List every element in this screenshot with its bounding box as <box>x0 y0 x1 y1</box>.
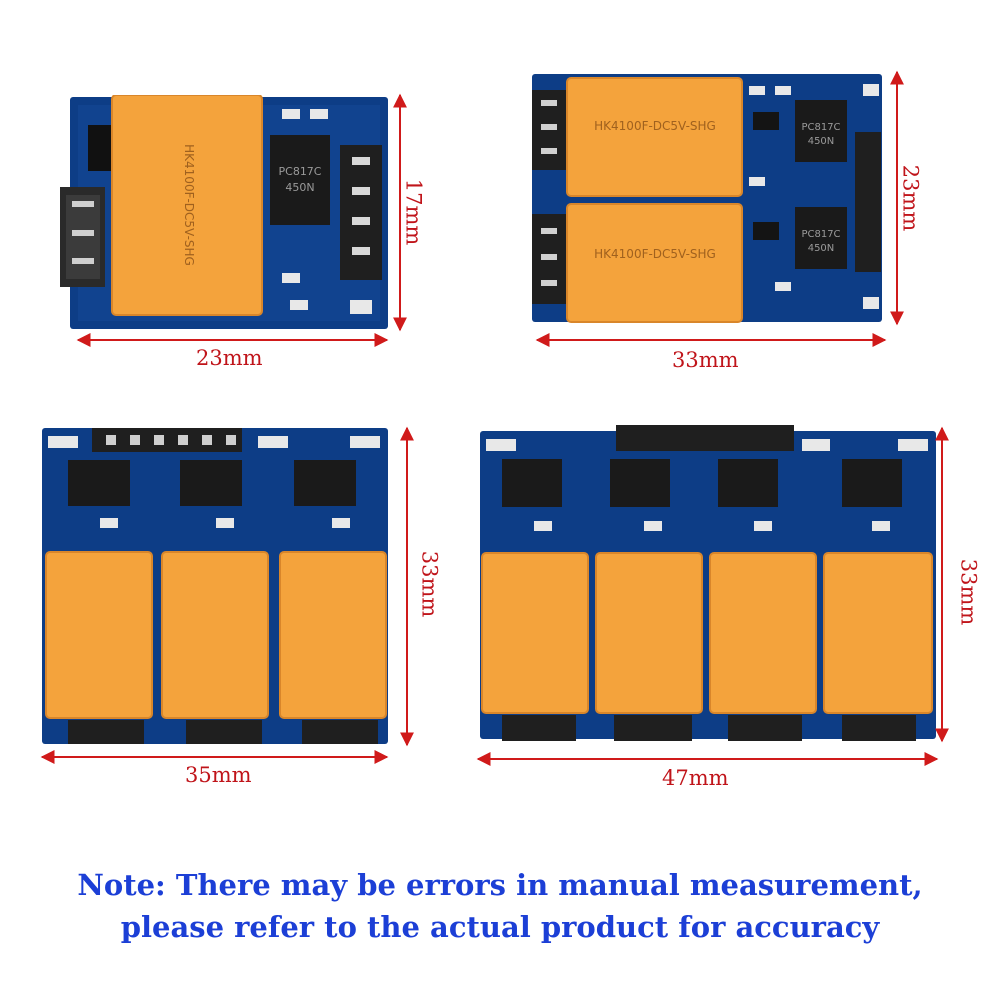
board-1-height-label: 17mm <box>401 178 426 246</box>
note-line-1: Note: There may be errors in manual meas… <box>77 868 923 902</box>
board-4-channel <box>478 425 938 745</box>
svg-text:HK4100F-DC5V-SHG: HK4100F-DC5V-SHG <box>594 119 716 133</box>
board-1-width-label: 23mm <box>196 346 263 370</box>
board-4-height-label: 33mm <box>956 558 981 626</box>
board-2-width-label: 33mm <box>672 348 739 372</box>
svg-text:450N: 450N <box>285 181 314 194</box>
board-4-width-label: 47mm <box>662 766 729 790</box>
dimension-lines <box>40 70 949 766</box>
board-3-height-label: 33mm <box>417 550 442 618</box>
board-2-height-label: 23mm <box>898 164 923 232</box>
board-3-width-label: 35mm <box>185 763 252 787</box>
svg-text:HK4100F-DC5V-SHG: HK4100F-DC5V-SHG <box>182 144 196 266</box>
board-2-channel: HK4100F-DC5V-SHG HK4100F-DC5V-SHG PC817C… <box>527 72 887 334</box>
board-3-channel <box>40 428 390 748</box>
note-line-2: please refer to the actual product for a… <box>120 910 880 944</box>
svg-text:450N: 450N <box>808 243 835 254</box>
svg-text:PC817C: PC817C <box>801 229 840 240</box>
svg-text:450N: 450N <box>808 136 835 147</box>
board-1-channel: HK4100F-DC5V-SHG PC817C 450N <box>60 95 400 345</box>
svg-text:PC817C: PC817C <box>279 165 322 178</box>
svg-text:HK4100F-DC5V-SHG: HK4100F-DC5V-SHG <box>594 247 716 261</box>
svg-text:PC817C: PC817C <box>801 122 840 133</box>
